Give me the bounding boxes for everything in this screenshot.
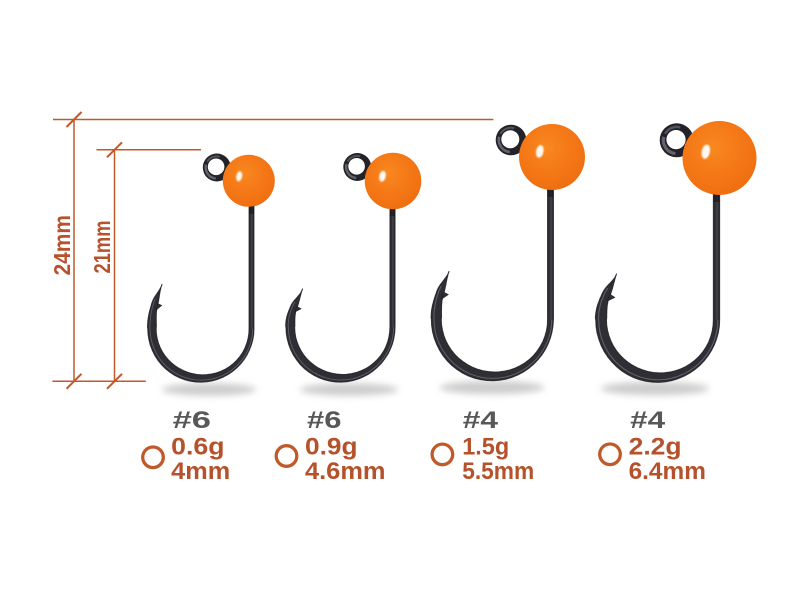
svg-text:21mm: 21mm (89, 221, 115, 274)
svg-text:0.6g: 0.6g (171, 433, 224, 460)
svg-text:#6: #6 (307, 407, 341, 434)
svg-text:2.2g: 2.2g (629, 433, 682, 460)
svg-text:#4: #4 (630, 407, 665, 434)
svg-text:4.6mm: 4.6mm (305, 458, 386, 485)
svg-text:0.9g: 0.9g (305, 433, 358, 460)
svg-text:1.5g: 1.5g (462, 433, 509, 460)
svg-text:#4: #4 (463, 407, 499, 434)
svg-text:5.5mm: 5.5mm (462, 458, 534, 485)
svg-text:4mm: 4mm (171, 458, 230, 485)
svg-text:6.4mm: 6.4mm (629, 458, 706, 485)
svg-text:24mm: 24mm (49, 215, 75, 276)
svg-text:#6: #6 (173, 407, 211, 434)
